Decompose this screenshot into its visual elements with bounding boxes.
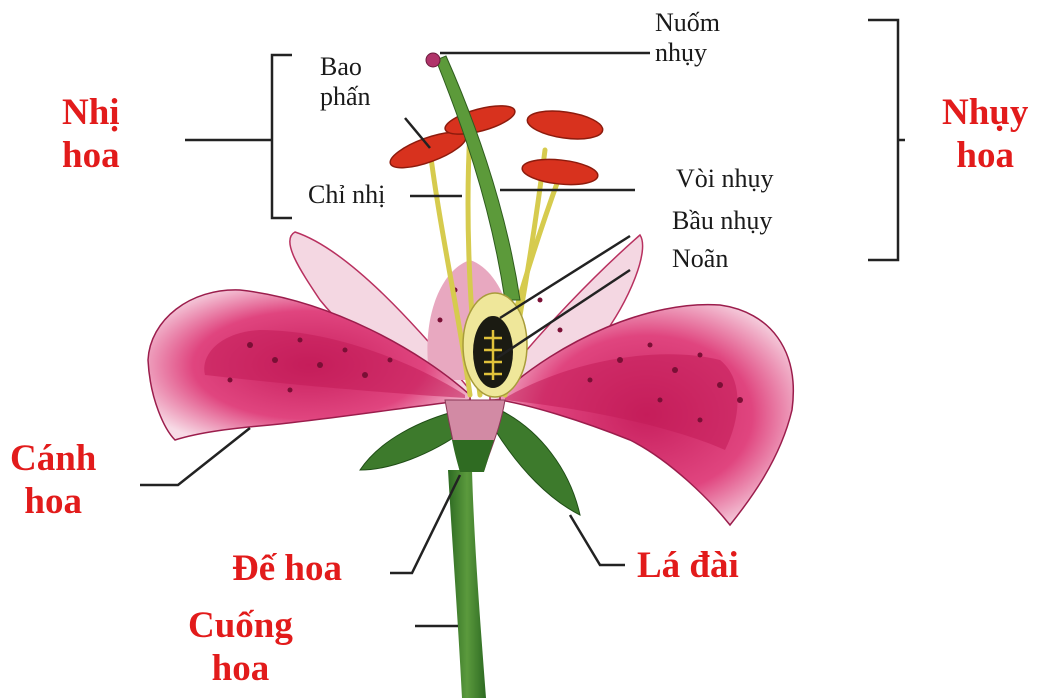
label-cuong-hoa-line1: Cuống [188, 605, 293, 648]
anthers [386, 100, 604, 188]
label-nhi-hoa: Nhị hoa [62, 92, 120, 177]
stem-shape [448, 470, 486, 698]
nhi-hoa-bracket [272, 55, 292, 218]
label-de-hoa: Đế hoa [232, 548, 342, 591]
label-la-dai: Lá đài [637, 545, 739, 588]
label-nhuy-hoa-line2: hoa [942, 135, 1028, 178]
stigma-shape [426, 53, 440, 67]
label-bao-phan-line2: phấn [320, 82, 371, 112]
label-canh-hoa-line2: hoa [10, 481, 96, 524]
label-nhuy-hoa: Nhụy hoa [942, 92, 1028, 177]
label-cuong-hoa: Cuống hoa [188, 605, 293, 690]
label-noan: Noãn [672, 244, 728, 274]
receptacle-green [452, 440, 494, 472]
label-bau-nhuy: Bầu nhụy [672, 206, 772, 236]
label-canh-hoa-line1: Cánh [10, 438, 96, 481]
label-nhuy-hoa-line1: Nhụy [942, 92, 1028, 135]
label-nuom-nhuy-line1: Nuốm [655, 8, 720, 38]
canh-hoa-leader [140, 428, 250, 485]
label-voi-nhuy: Vòi nhụy [676, 164, 774, 194]
sepal-right [495, 410, 580, 515]
nhuy-hoa-bracket [868, 20, 898, 260]
label-bao-phan: Bao phấn [320, 52, 371, 112]
label-bao-phan-line1: Bao [320, 52, 371, 82]
label-nuom-nhuy: Nuốm nhụy [655, 8, 720, 68]
label-nhi-hoa-line1: Nhị [62, 92, 120, 135]
label-cuong-hoa-line2: hoa [188, 648, 293, 691]
label-canh-hoa: Cánh hoa [10, 438, 96, 523]
label-nhi-hoa-line2: hoa [62, 135, 120, 178]
label-nuom-nhuy-line2: nhụy [655, 38, 720, 68]
la-dai-leader [570, 515, 625, 565]
label-chi-nhi: Chỉ nhị [308, 180, 385, 210]
